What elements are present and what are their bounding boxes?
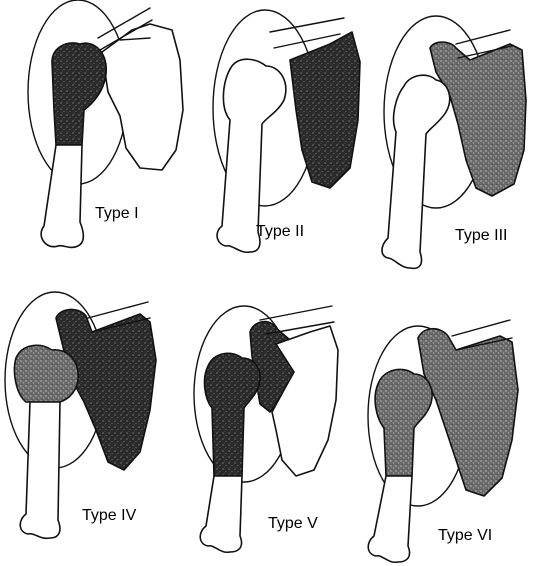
humerus-upper [205,353,261,476]
humerus [382,75,450,268]
humeral-shaft [20,402,60,538]
panel-label: Type I [95,205,139,222]
panel-type-1: Type I [28,0,183,247]
panel-label: Type VI [438,527,492,544]
humeral-shaft [200,476,242,552]
panel-type-2: Type II [213,10,360,252]
humeral-shaft [41,145,83,247]
panel-label: Type V [268,515,318,532]
scapula [102,24,183,170]
scapula [418,329,518,496]
panel-type-4: Type IV [5,292,156,538]
scapula-body [272,326,338,476]
panel-type-3: Type III [382,16,526,268]
scapula [430,42,526,196]
panel-type-5: Type V [194,306,338,552]
panel-label: Type IV [82,507,137,524]
humeral-head-shaft [52,43,106,145]
panel-label: Type II [256,223,304,240]
scapula [290,32,360,188]
humeral-shaft [368,476,412,562]
humerus-upper [375,369,432,476]
panel-label: Type III [455,227,507,244]
humeral-head [14,345,78,402]
panel-type-6: Type VI [368,320,518,562]
